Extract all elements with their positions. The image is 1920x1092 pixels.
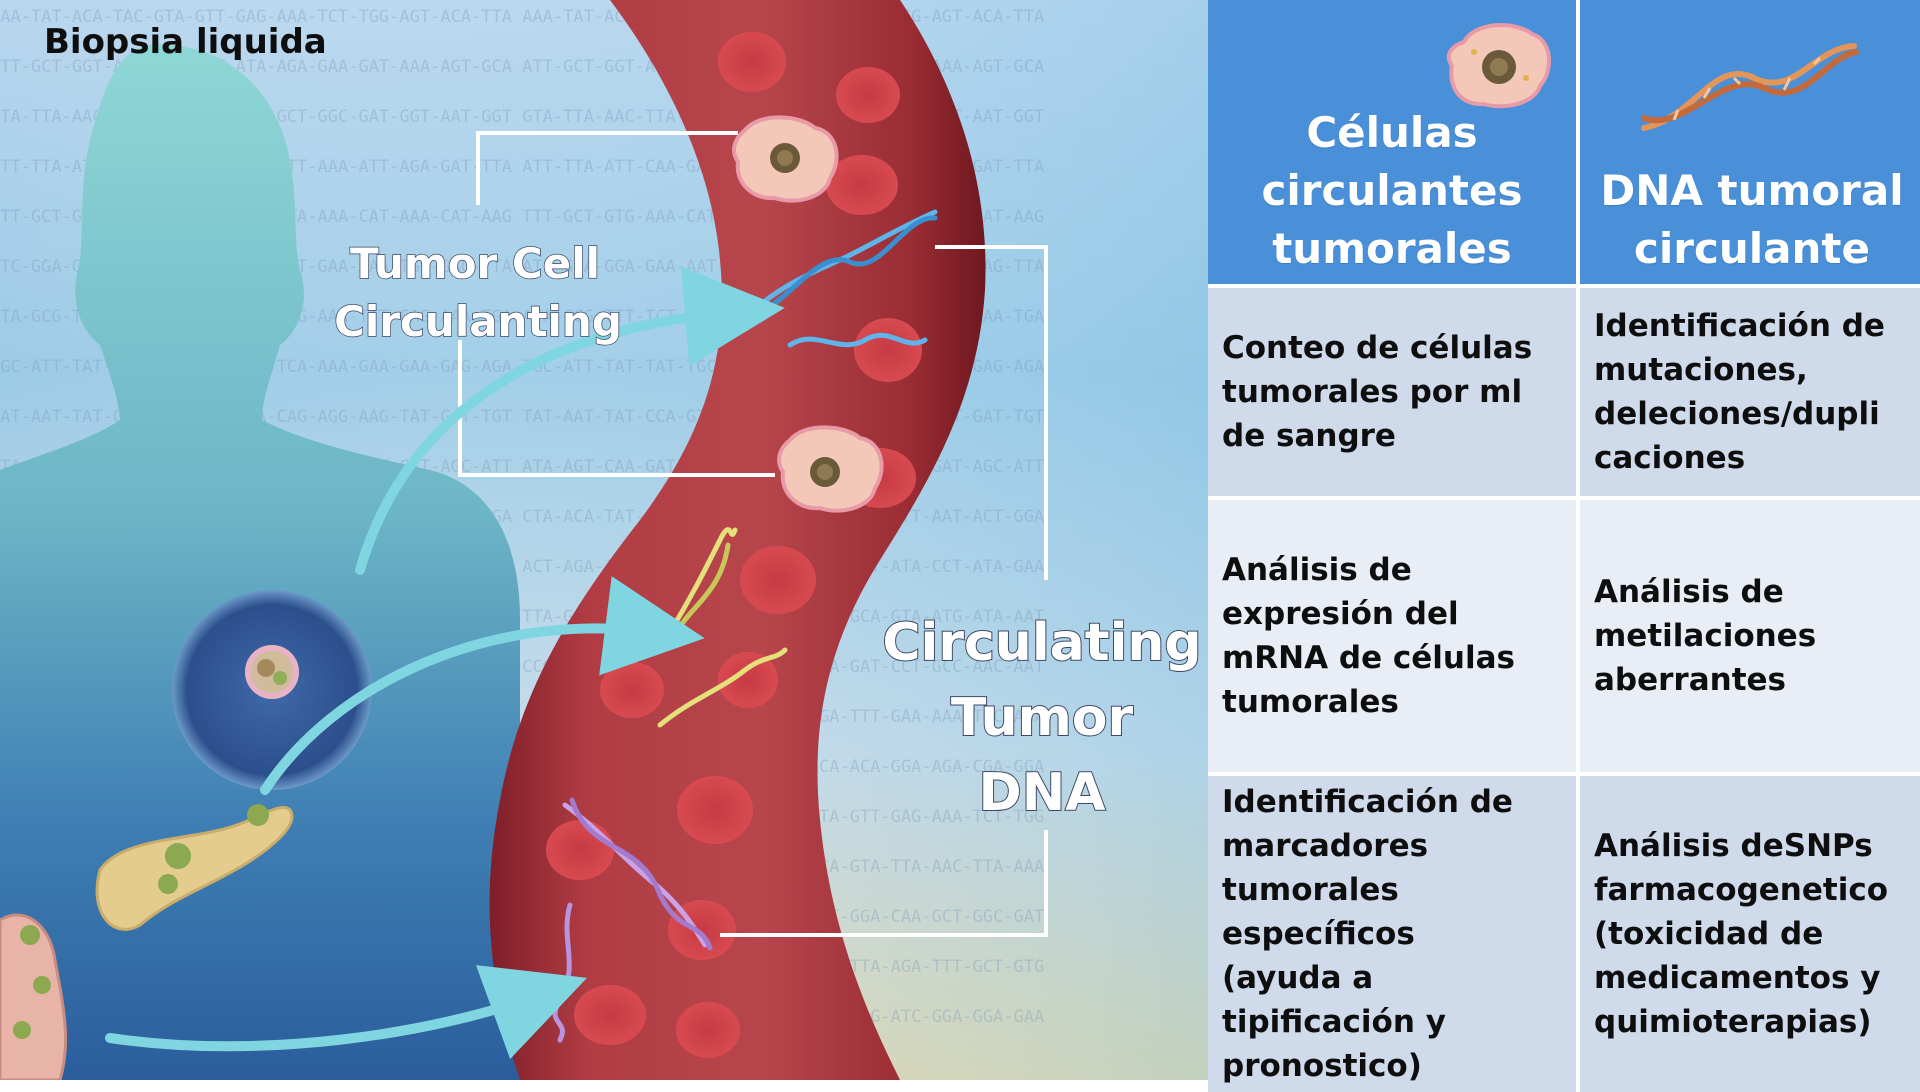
- cell-line: farmacogenetico: [1594, 872, 1889, 908]
- cell-line: Análisis de: [1222, 552, 1412, 588]
- tumor-cell-label-line-1: Tumor Cell: [350, 239, 600, 288]
- ctdna-label-line-1: Circulating: [882, 613, 1201, 673]
- cell-line: deleciones/dupli: [1594, 396, 1880, 432]
- page-title: Biopsia liquida: [44, 22, 327, 62]
- connector-lines: [458, 131, 1048, 937]
- dna-strand-blue: [757, 209, 938, 348]
- header-ctc-text: Células circulantes tumorales: [1261, 104, 1522, 278]
- cell-line: aberrantes: [1594, 662, 1786, 698]
- cell-line: mRNA de células: [1222, 640, 1516, 676]
- arrow-to-ctdna-purple: [105, 965, 587, 1060]
- cell-line: mutaciones,: [1594, 352, 1808, 388]
- cell-line: tumorales por ml: [1222, 374, 1523, 410]
- cell-line: tumorales: [1222, 872, 1399, 908]
- header-ctdna-text: DNA tumoral circulante: [1600, 162, 1903, 278]
- tumor-cell-label-line-2: Circulanting: [334, 297, 622, 346]
- cell-r1-c1: Conteo de células tumorales por ml de sa…: [1208, 288, 1576, 496]
- cell-line: pronostico): [1222, 1048, 1422, 1084]
- cell-line: metilaciones: [1594, 618, 1817, 654]
- arrows: [105, 266, 785, 1060]
- header-ctc: Células circulantes tumorales: [1208, 0, 1576, 284]
- cell-line: medicamentos y: [1594, 960, 1881, 996]
- header-ctdna-line: circulante: [1633, 224, 1870, 273]
- cell-r2-c2: Análisis de metilaciones aberrantes: [1580, 500, 1920, 772]
- tumor-cell-circulating-label: Tumor Cell Circulanting: [333, 238, 622, 347]
- cell-line: Identificación de: [1594, 308, 1885, 344]
- circulating-tumor-cell-2: [777, 425, 884, 513]
- header-ctc-line: Células: [1306, 108, 1478, 157]
- cell-line: Conteo de células: [1222, 330, 1533, 366]
- dna-helix-icon: [1641, 43, 1859, 131]
- cell-line: específicos: [1222, 916, 1415, 952]
- organ-icon: [0, 913, 68, 1080]
- header-ctc-line: circulantes: [1261, 166, 1523, 215]
- human-silhouette: [0, 44, 520, 1080]
- header-ctdna: DNA tumoral circulante: [1580, 0, 1920, 284]
- cell-line: tipificación y: [1222, 1004, 1446, 1040]
- comparison-table: Células circulantes tumorales DNA tumora…: [1208, 0, 1920, 1092]
- ctdna-label-line-2: Tumor: [951, 688, 1134, 748]
- arrow-to-ctdna-yellow: [260, 576, 705, 795]
- red-blood-cells: [546, 32, 922, 1058]
- cell-line: caciones: [1594, 440, 1746, 476]
- cell-line: quimioterapias): [1594, 1004, 1872, 1040]
- circulating-tumor-cell-1: [732, 115, 839, 203]
- ctdna-label: Circulating Tumor DNA: [881, 612, 1202, 824]
- cell-line: Análisis deSNPs: [1594, 828, 1873, 864]
- cell-r3-c2: Análisis deSNPs farmacogenetico (toxicid…: [1580, 776, 1920, 1092]
- pancreas-icon: [95, 804, 294, 931]
- cell-line: tumorales: [1222, 684, 1399, 720]
- header-ctdna-line: DNA tumoral: [1600, 166, 1904, 215]
- cell-line: marcadores: [1222, 828, 1429, 864]
- cell-line: (ayuda a: [1222, 960, 1374, 996]
- cell-r2-c1: Análisis de expresión del mRNA de célula…: [1208, 500, 1576, 772]
- blood-vessel: [489, 0, 986, 1080]
- cell-line: (toxicidad de: [1594, 916, 1824, 952]
- arrow-to-tumor-cells: [355, 266, 785, 575]
- cell-line: expresión del: [1222, 596, 1459, 632]
- ctdna-label-line-3: DNA: [979, 763, 1106, 823]
- liquid-biopsy-illustration: AAA-TAT-ACA-TAC-GTA-GTT-GAG-AAA-TCT-TGG-…: [0, 0, 1208, 1080]
- primary-tumor-icon: [245, 645, 299, 699]
- header-ctc-line: tumorales: [1272, 224, 1512, 273]
- cell-line: Análisis de: [1594, 574, 1784, 610]
- cell-line: Identificación de: [1222, 784, 1513, 820]
- cell-r3-c1: Identificación de marcadores tumorales e…: [1208, 776, 1576, 1092]
- tumor-cell-icon: [1446, 23, 1552, 109]
- cell-r1-c2: Identificación de mutaciones, deleciones…: [1580, 288, 1920, 496]
- cell-line: de sangre: [1222, 418, 1396, 454]
